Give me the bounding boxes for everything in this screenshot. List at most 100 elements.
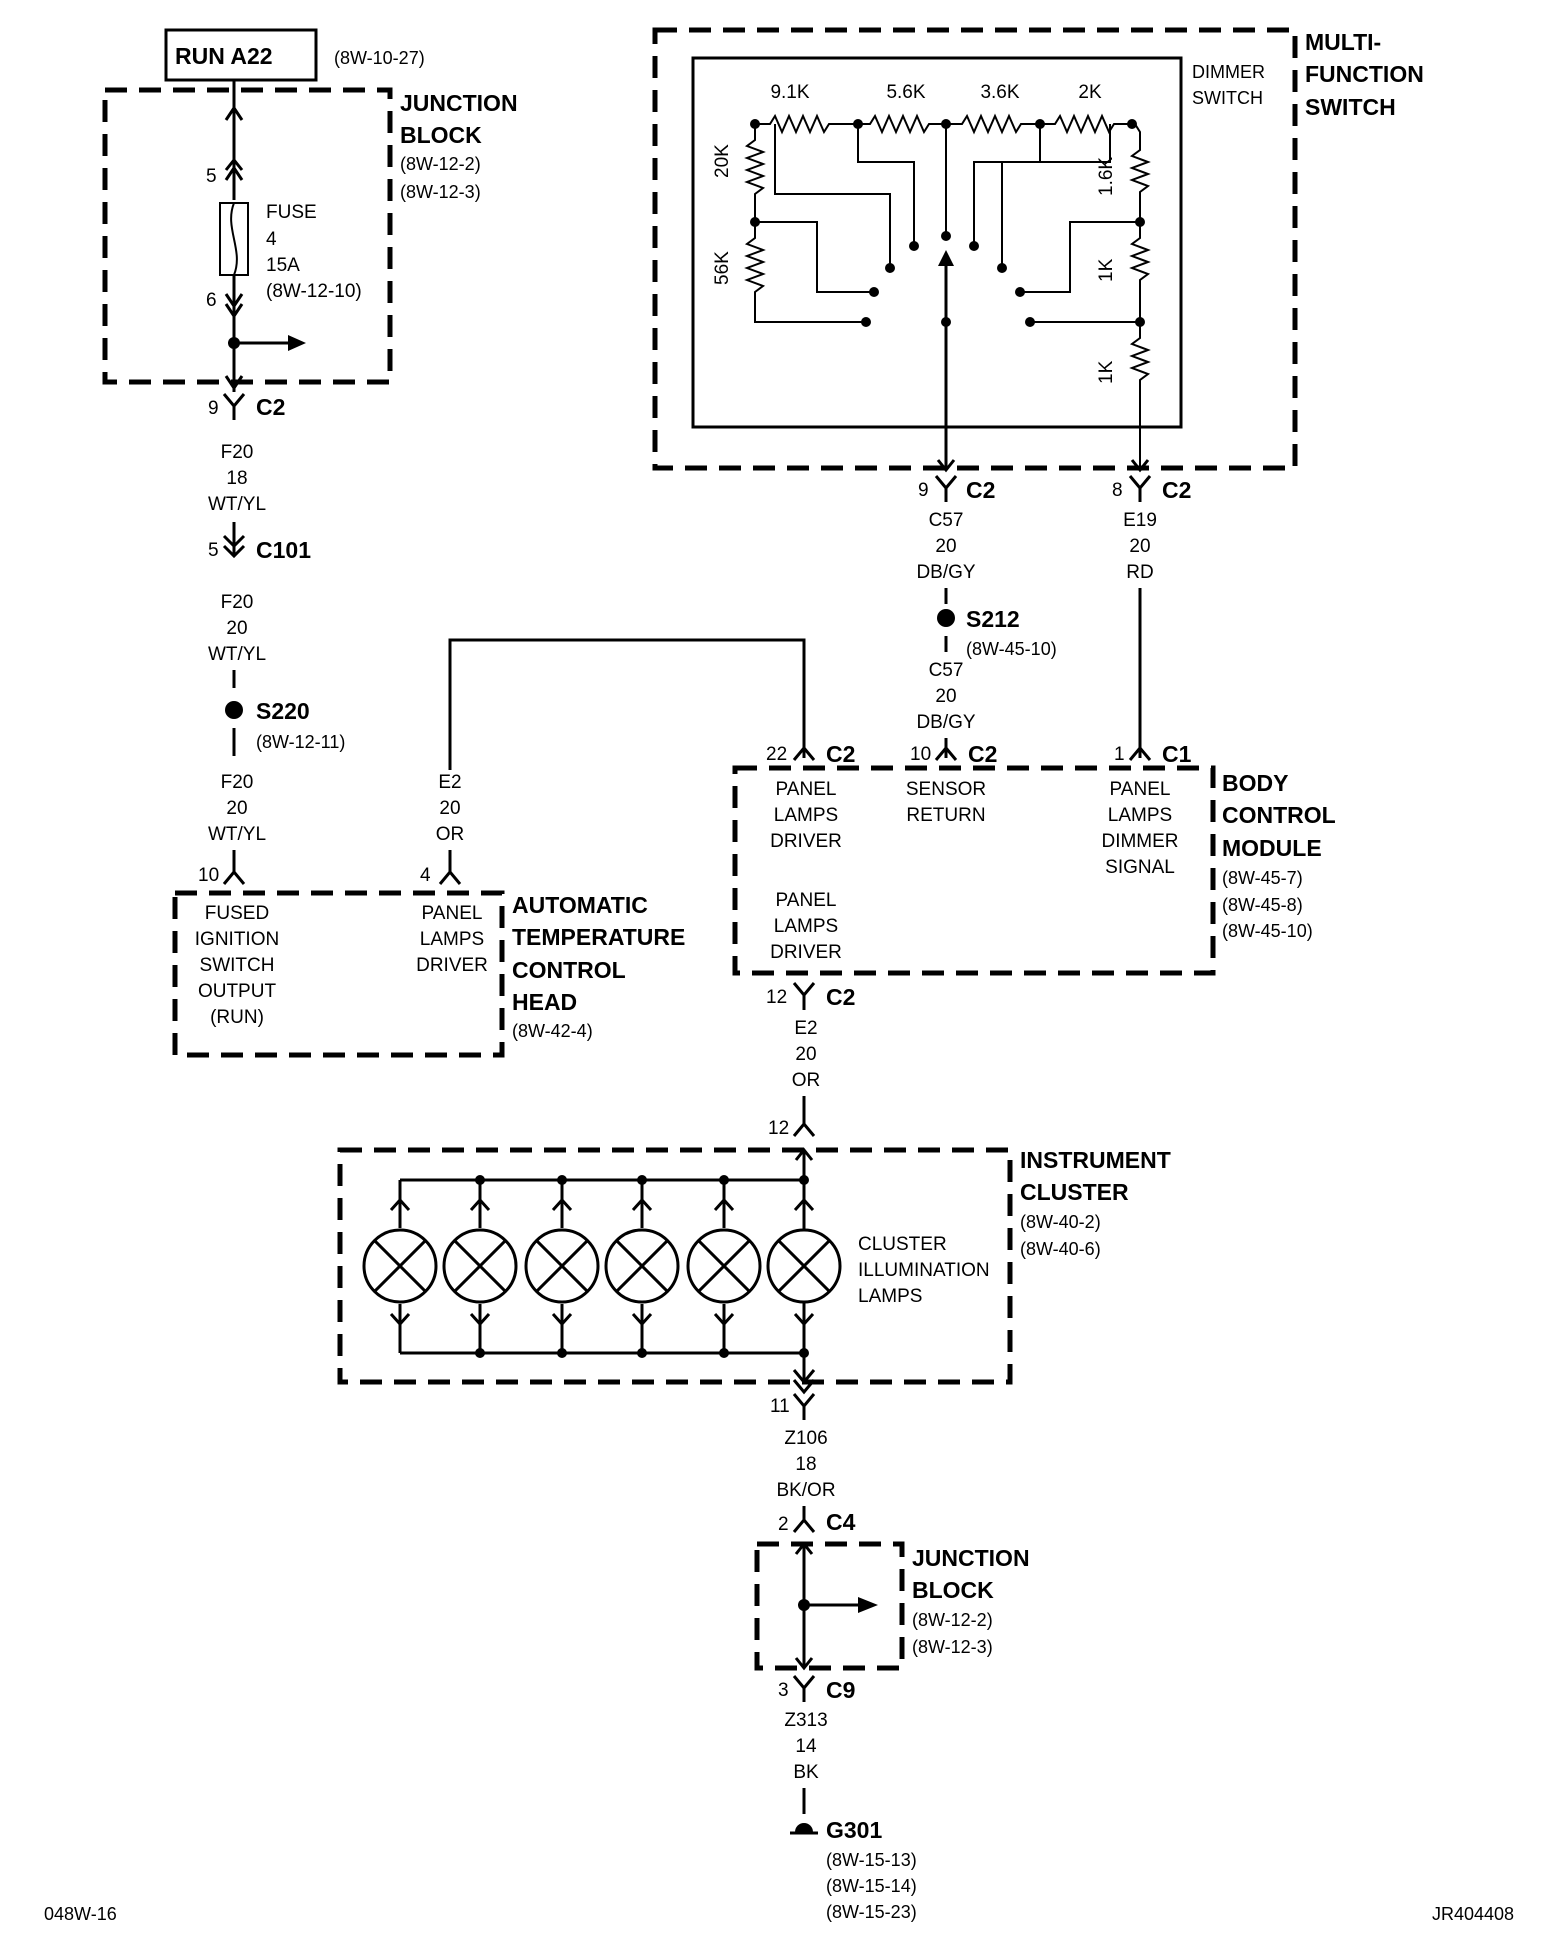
arrow-right-icon <box>288 335 306 351</box>
wire-f20b-gauge: 20 <box>226 618 247 639</box>
wire-z106-gauge: 18 <box>795 1454 816 1475</box>
footer-left-code: 048W-16 <box>44 1904 117 1924</box>
cluster-ref-1: (8W-40-2) <box>1020 1212 1101 1232</box>
wire-z106-code: Z106 <box>784 1428 827 1449</box>
bcm-ref-2: (8W-45-8) <box>1222 895 1303 915</box>
mfs-pin-8: 8 <box>1112 480 1123 501</box>
atc-pin-4: 4 <box>420 865 431 886</box>
bcm-pin-12: 12 <box>766 987 787 1008</box>
c101-label: C101 <box>256 537 311 563</box>
bcm-c2-10: C2 <box>968 741 997 767</box>
resistor-label-3-6k: 3.6K <box>980 82 1019 103</box>
jb-bottom-ref-2: (8W-12-3) <box>912 1637 993 1657</box>
bcm-dimmer-3: DIMMER <box>1101 831 1178 852</box>
g301-label: G301 <box>826 1817 882 1843</box>
multi-function-switch: MULTI- FUNCTION SWITCH DIMMER SWITCH 9.1… <box>652 27 1424 503</box>
footer-right-code: JR404408 <box>1432 1904 1514 1924</box>
resistor-20k <box>744 124 766 222</box>
bcm-title-3: MODULE <box>1222 835 1322 861</box>
e19-wire: E19 20 RD <box>1123 510 1157 758</box>
jb-top-ref-2: (8W-12-3) <box>400 182 481 202</box>
wire-e2-gauge: 20 <box>439 798 460 819</box>
lamp-group <box>362 1175 842 1358</box>
jb-top-ref-1: (8W-12-2) <box>400 154 481 174</box>
wire-c57b-color: DB/GY <box>916 712 975 733</box>
resistor-label-20k: 20K <box>712 144 733 178</box>
wire-e2b-gauge: 20 <box>795 1044 816 1065</box>
resistor-label-2k: 2K <box>1078 82 1102 103</box>
bcm-c1: C1 <box>1162 741 1192 767</box>
left-c2-pin: 9 <box>208 398 219 419</box>
resistor-label-5-6k: 5.6K <box>886 82 925 103</box>
lamp-icon <box>524 1175 600 1358</box>
bcm-pin-1: 1 <box>1114 744 1125 765</box>
wire-e2-code: E2 <box>438 772 461 793</box>
resistor-5-6k <box>858 113 946 135</box>
bcm-panel1-2: LAMPS <box>774 805 838 826</box>
lamp-icon <box>604 1175 680 1358</box>
resistor-label-56k: 56K <box>712 251 733 285</box>
bcm-c2-22: C2 <box>826 741 855 767</box>
wire-e2-color: OR <box>436 824 465 845</box>
left-c2-label: C2 <box>256 394 285 420</box>
c101-pin: 5 <box>208 540 219 561</box>
bcm-pin-10: 10 <box>910 744 931 765</box>
bcm-panel2-2: LAMPS <box>774 916 838 937</box>
jb-bottom-pin-3: 3 <box>778 1680 789 1701</box>
fuse-label: FUSE <box>266 202 317 223</box>
wire-c57b-code: C57 <box>929 660 964 681</box>
dimmer-switch-1: DIMMER <box>1192 62 1265 82</box>
jb-top-title-1: JUNCTION <box>400 90 518 116</box>
automatic-temperature-control-head: 10 4 FUSED IGNITION SWITCH OUTPUT (RUN) … <box>172 865 685 1058</box>
mfs-c2-b: C2 <box>1162 477 1191 503</box>
wire-f20c-color: WT/YL <box>208 824 266 845</box>
jb-top-pin-5: 5 <box>206 166 217 187</box>
resistor-label-1-6k: 1.6K <box>1096 157 1117 196</box>
wire-z313-code: Z313 <box>784 1710 827 1731</box>
s212-ref: (8W-45-10) <box>966 639 1057 659</box>
atc-ref: (8W-42-4) <box>512 1021 593 1041</box>
g301-ref-3: (8W-15-23) <box>826 1902 917 1922</box>
wire-f20c-gauge: 20 <box>226 798 247 819</box>
dimmer-switch-2: SWITCH <box>1192 88 1263 108</box>
wire-f20-code: F20 <box>221 442 254 463</box>
resistor-label-9-1k: 9.1K <box>770 82 809 103</box>
cluster-lamps-2: ILLUMINATION <box>858 1260 990 1281</box>
wire-c57-gauge: 20 <box>935 536 956 557</box>
atc-fused-1: FUSED <box>205 903 269 924</box>
wire-f20-color: WT/YL <box>208 494 266 515</box>
bcm-panel1-3: DRIVER <box>770 831 842 852</box>
bcm-title-2: CONTROL <box>1222 802 1336 828</box>
g301-ref-1: (8W-15-13) <box>826 1850 917 1870</box>
cluster-ref-2: (8W-40-6) <box>1020 1239 1101 1259</box>
instrument-cluster: 12 INSTRUMENT CLUSTER (8W-40-2) (8W-40-6… <box>337 1118 1171 1395</box>
atc-title-1: AUTOMATIC <box>512 892 648 918</box>
atc-panel-1: PANEL <box>422 903 483 924</box>
resistor-3-6k <box>946 113 1040 135</box>
bcm-c2-12: C2 <box>826 984 855 1010</box>
bcm-sensor-2: RETURN <box>906 805 985 826</box>
junction-block-bottom: 2 C4 JUNCTION BLOCK (8W-12-2) (8W-12-3) … <box>754 1509 1030 1703</box>
cluster-lamps-1: CLUSTER <box>858 1234 947 1255</box>
z106-wire: 11 Z106 18 BK/OR <box>770 1393 836 1520</box>
run-a22-source: RUN A22 (8W-10-27) <box>164 28 425 110</box>
e2-top-wire: E2 20 OR <box>436 638 806 872</box>
e2-bottom-wire: E2 20 OR <box>792 1018 820 1124</box>
bcm-ref-3: (8W-45-10) <box>1222 921 1313 941</box>
bcm-dimmer-1: PANEL <box>1110 779 1171 800</box>
ground-icon <box>795 1823 813 1832</box>
jb-bottom-pin-2: 2 <box>778 1514 789 1535</box>
wire-e2b-code: E2 <box>794 1018 817 1039</box>
bcm-ref-1: (8W-45-7) <box>1222 868 1303 888</box>
cluster-title-2: CLUSTER <box>1020 1179 1129 1205</box>
lamp-icon <box>442 1175 518 1358</box>
atc-panel-2: LAMPS <box>420 929 484 950</box>
c57-wire: C57 20 DB/GY S212 (8W-45-10) C57 20 DB/G… <box>916 510 1057 758</box>
resistor-1k-b <box>1129 322 1151 470</box>
jb-bottom-ref-1: (8W-12-2) <box>912 1610 993 1630</box>
left-wire-chain: 9 C2 F20 18 WT/YL 5 C101 F20 20 WT/YL S2… <box>208 393 345 872</box>
run-a22-ref: (8W-10-27) <box>334 48 425 68</box>
atc-pin-10: 10 <box>198 865 219 886</box>
resistor-1k-a <box>1129 222 1151 322</box>
mfs-title-1: MULTI- <box>1305 29 1381 55</box>
